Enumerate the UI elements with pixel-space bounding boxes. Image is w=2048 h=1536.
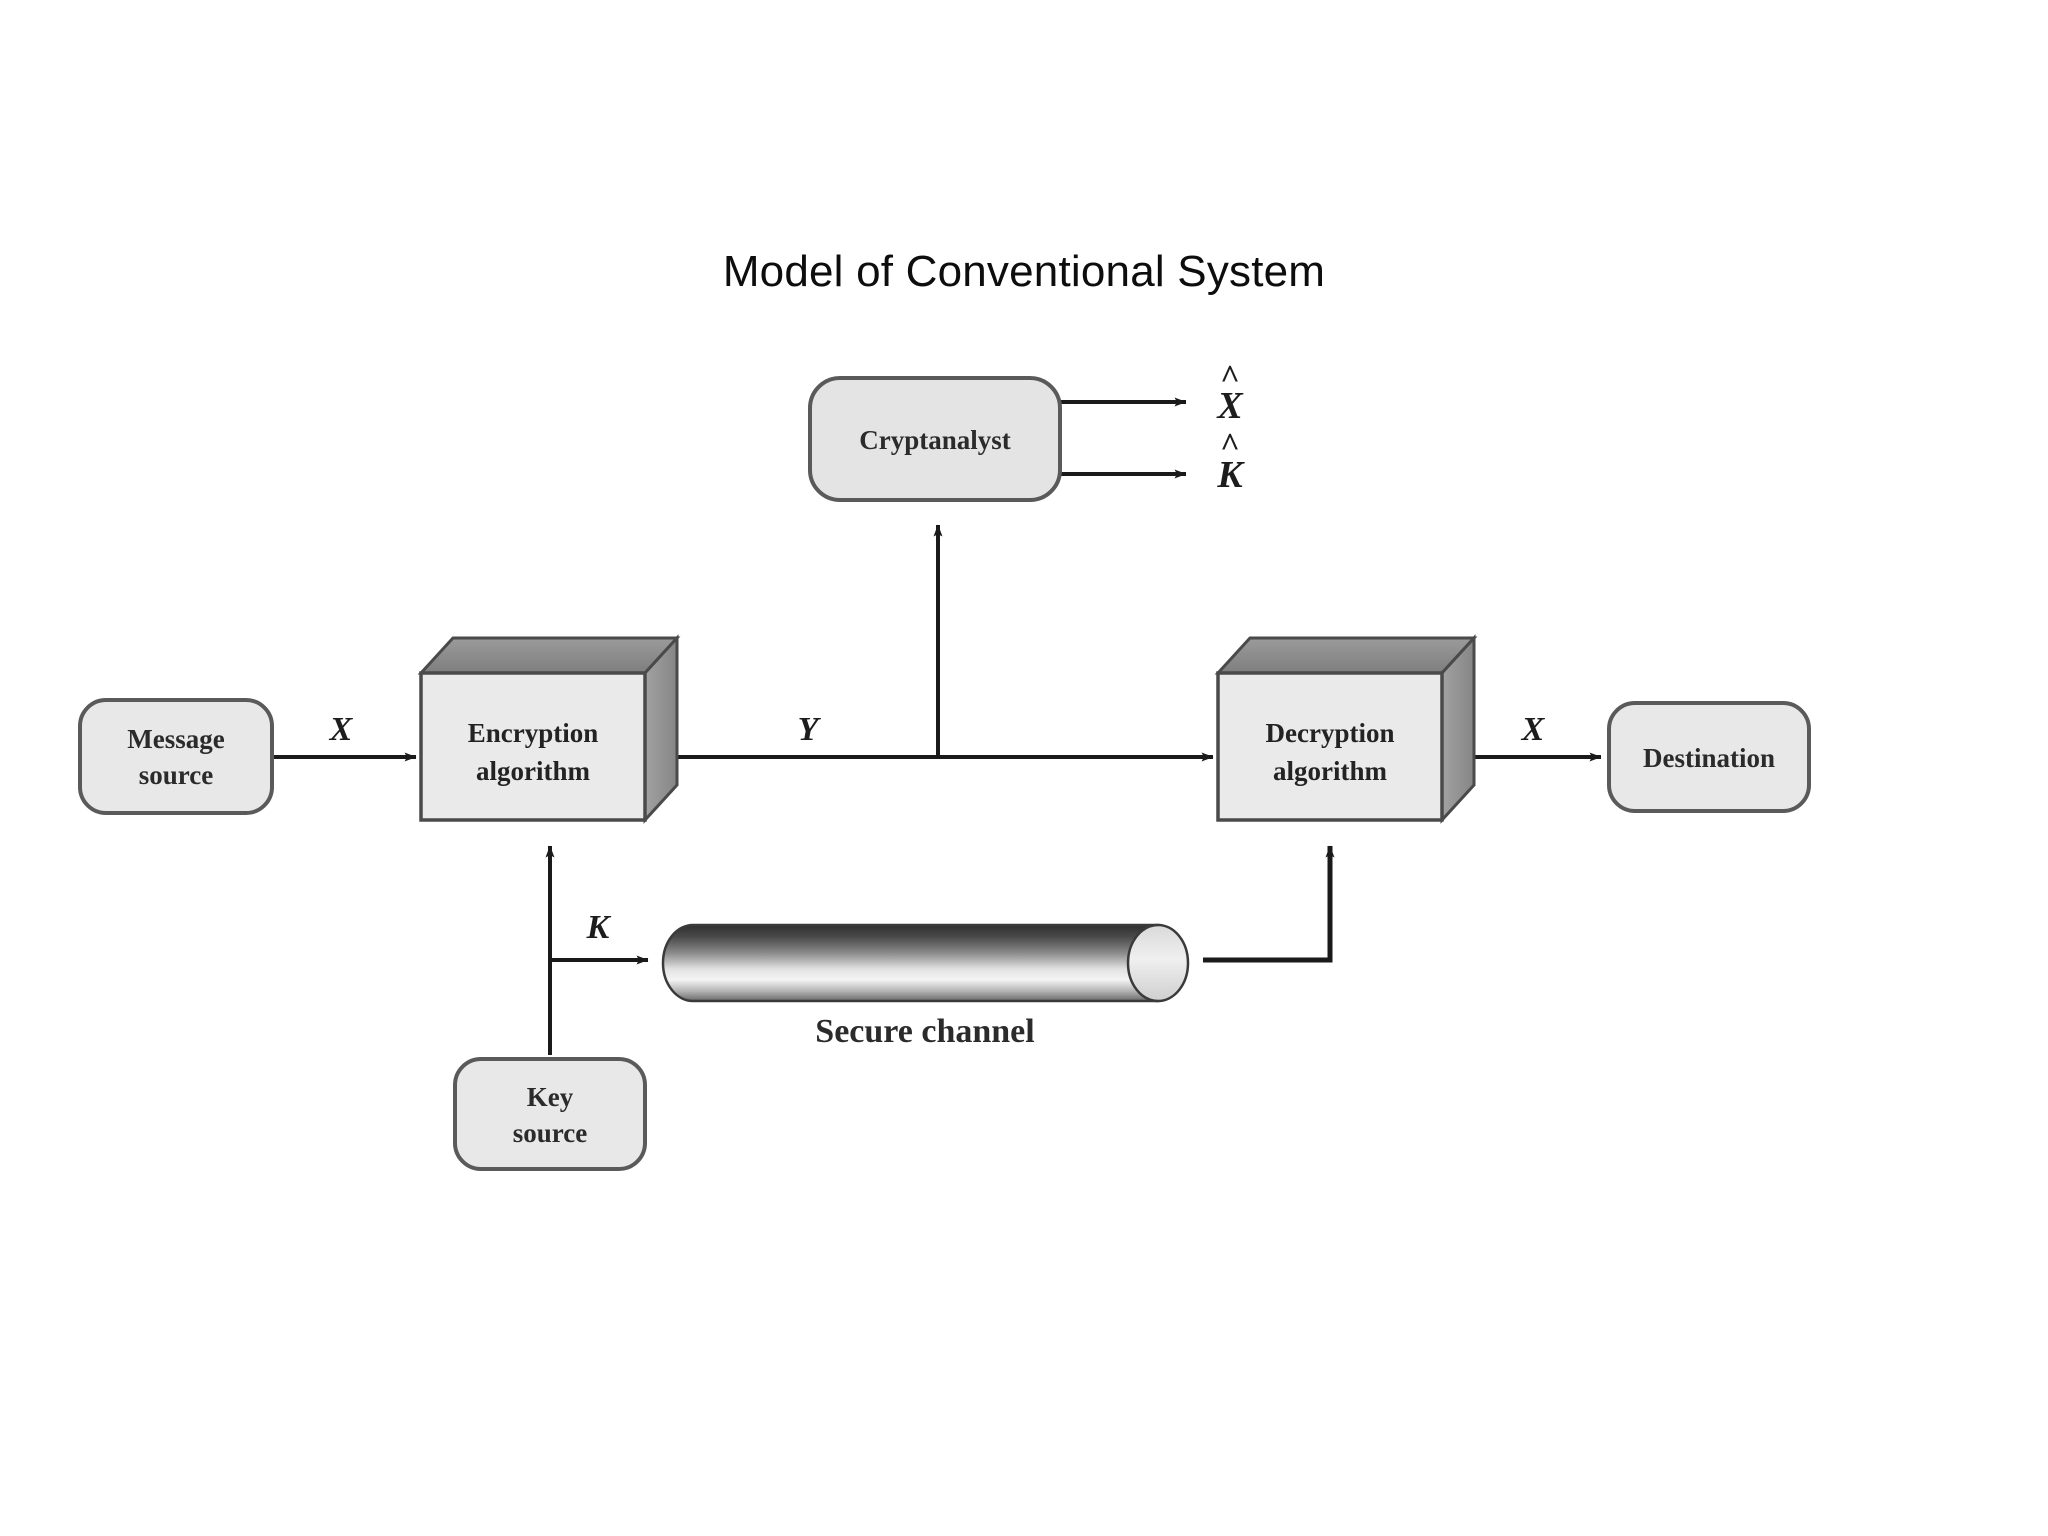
message-source-label-line2: source — [139, 760, 214, 790]
encryption-box-top-face — [417, 636, 681, 675]
node-encryption-algorithm[interactable]: Encryption algorithm — [417, 634, 681, 824]
edge-label-plaintext-in: X — [329, 711, 354, 748]
edge-label-plaintext-out: X — [1521, 711, 1546, 748]
cylinder-end-cap — [1126, 923, 1190, 1003]
cylinder-body — [661, 923, 1160, 1003]
message-source-shape — [78, 698, 274, 815]
key-source-shape — [453, 1057, 647, 1171]
cryptanalyst-label: Cryptanalyst — [859, 425, 1011, 455]
encryption-box-front-face — [419, 671, 647, 822]
decryption-label-line1: Decryption — [1266, 718, 1395, 748]
key-source-label-line2: source — [513, 1118, 588, 1148]
cryptanalyst-shape — [808, 376, 1062, 502]
node-secure-channel[interactable]: Secure channel — [661, 923, 1190, 1050]
encryption-label-line2: algorithm — [476, 756, 590, 786]
encryption-label-line1: Encryption — [468, 718, 599, 748]
destination-shape — [1607, 701, 1811, 813]
edge-label-ciphertext: Y — [798, 711, 822, 748]
decryption-label-line2: algorithm — [1273, 756, 1387, 786]
decryption-box-top-face — [1214, 636, 1478, 675]
node-message-source[interactable]: Message source — [78, 698, 274, 815]
k-hat-letter: K — [1216, 454, 1245, 496]
edge-secure-channel-to-decryption — [1203, 845, 1335, 963]
secure-channel-label: Secure channel — [815, 1013, 1034, 1050]
key-source-label-line1: Key — [527, 1082, 574, 1112]
decryption-box-front-face — [1216, 671, 1444, 822]
message-source-label-line1: Message — [127, 724, 224, 754]
k-hat-accent: ^ — [1220, 427, 1240, 464]
x-hat-accent: ^ — [1220, 359, 1240, 396]
destination-label: Destination — [1643, 743, 1775, 773]
edge-label-key: K — [586, 909, 612, 946]
label-recovered-plaintext: ^ X — [1216, 359, 1244, 427]
x-hat-letter: X — [1216, 385, 1244, 427]
label-recovered-key: ^ K — [1216, 427, 1245, 496]
node-destination[interactable]: Destination — [1607, 701, 1811, 813]
node-decryption-algorithm[interactable]: Decryption algorithm — [1214, 634, 1478, 824]
node-key-source[interactable]: Key source — [453, 1057, 647, 1171]
page-title: Model of Conventional System — [722, 247, 1326, 296]
node-cryptanalyst[interactable]: Cryptanalyst — [808, 376, 1062, 502]
